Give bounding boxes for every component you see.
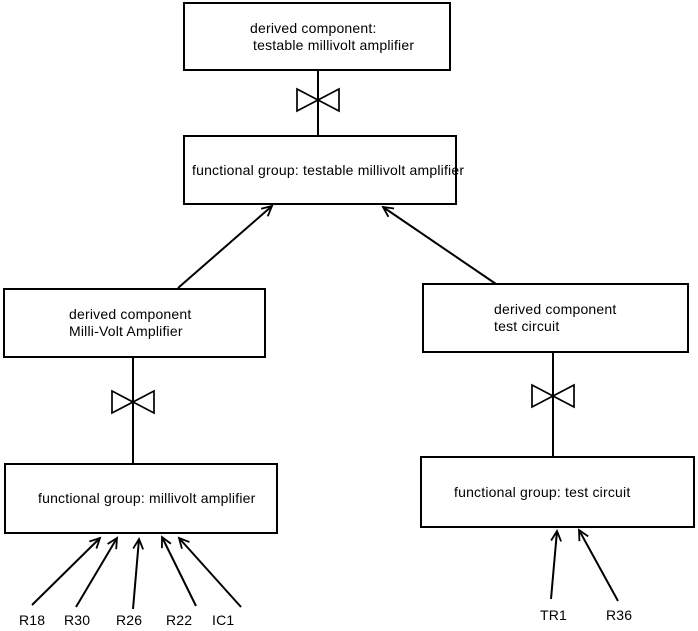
box-label: functional group: millivolt amplifier bbox=[38, 490, 256, 506]
arrow-right-derived-to-top-functional bbox=[381, 205, 497, 285]
arrow-r26-to-left-functional bbox=[132, 536, 144, 610]
box-derived-testable-millivolt-amplifier: derived component: testable millivolt am… bbox=[183, 2, 451, 71]
bowtie-decomposition-icon bbox=[296, 87, 340, 113]
box-functional-group-millivolt-amplifier: functional group: millivolt amplifier bbox=[4, 463, 278, 534]
arrow-r36-to-right-functional bbox=[578, 528, 619, 602]
component-label-tr1: TR1 bbox=[540, 607, 568, 623]
arrow-r22-to-left-functional bbox=[161, 535, 197, 607]
component-label-r36: R36 bbox=[606, 607, 633, 623]
box-label-line2: Milli-Volt Amplifier bbox=[69, 323, 183, 339]
bowtie-decomposition-icon bbox=[531, 383, 575, 409]
box-derived-milli-volt-amplifier: derived component Milli-Volt Amplifier bbox=[3, 288, 266, 358]
box-label-line1: derived component bbox=[69, 306, 192, 322]
component-label-r30: R30 bbox=[64, 612, 91, 628]
component-label-r26: R26 bbox=[116, 612, 143, 628]
box-label-line2: testable millivolt amplifier bbox=[253, 36, 415, 53]
component-label-ic1: IC1 bbox=[212, 612, 235, 628]
box-functional-group-testable-millivolt-amplifier: functional group: testable millivolt amp… bbox=[183, 135, 465, 205]
box-functional-group-test-circuit: functional group: test circuit bbox=[420, 456, 695, 528]
box-label: functional group: testable millivolt amp… bbox=[192, 161, 465, 178]
box-label: functional group: test circuit bbox=[454, 483, 631, 500]
bowtie-decomposition-icon bbox=[111, 389, 155, 415]
box-label-line1: derived component: bbox=[250, 19, 377, 36]
box-label-line2: test circuit bbox=[494, 318, 560, 334]
box-derived-test-circuit: derived component test circuit bbox=[422, 283, 689, 353]
component-label-r18: R18 bbox=[19, 612, 46, 628]
component-label-r22: R22 bbox=[166, 612, 193, 628]
arrow-tr1-to-right-functional bbox=[550, 528, 562, 600]
box-label-line1: derived component bbox=[494, 301, 617, 317]
arrow-r18-to-left-functional bbox=[31, 536, 102, 606]
arrow-ic1-to-left-functional bbox=[177, 536, 242, 608]
arrow-r30-to-left-functional bbox=[75, 536, 119, 608]
arrow-left-derived-to-top-functional bbox=[177, 204, 274, 289]
